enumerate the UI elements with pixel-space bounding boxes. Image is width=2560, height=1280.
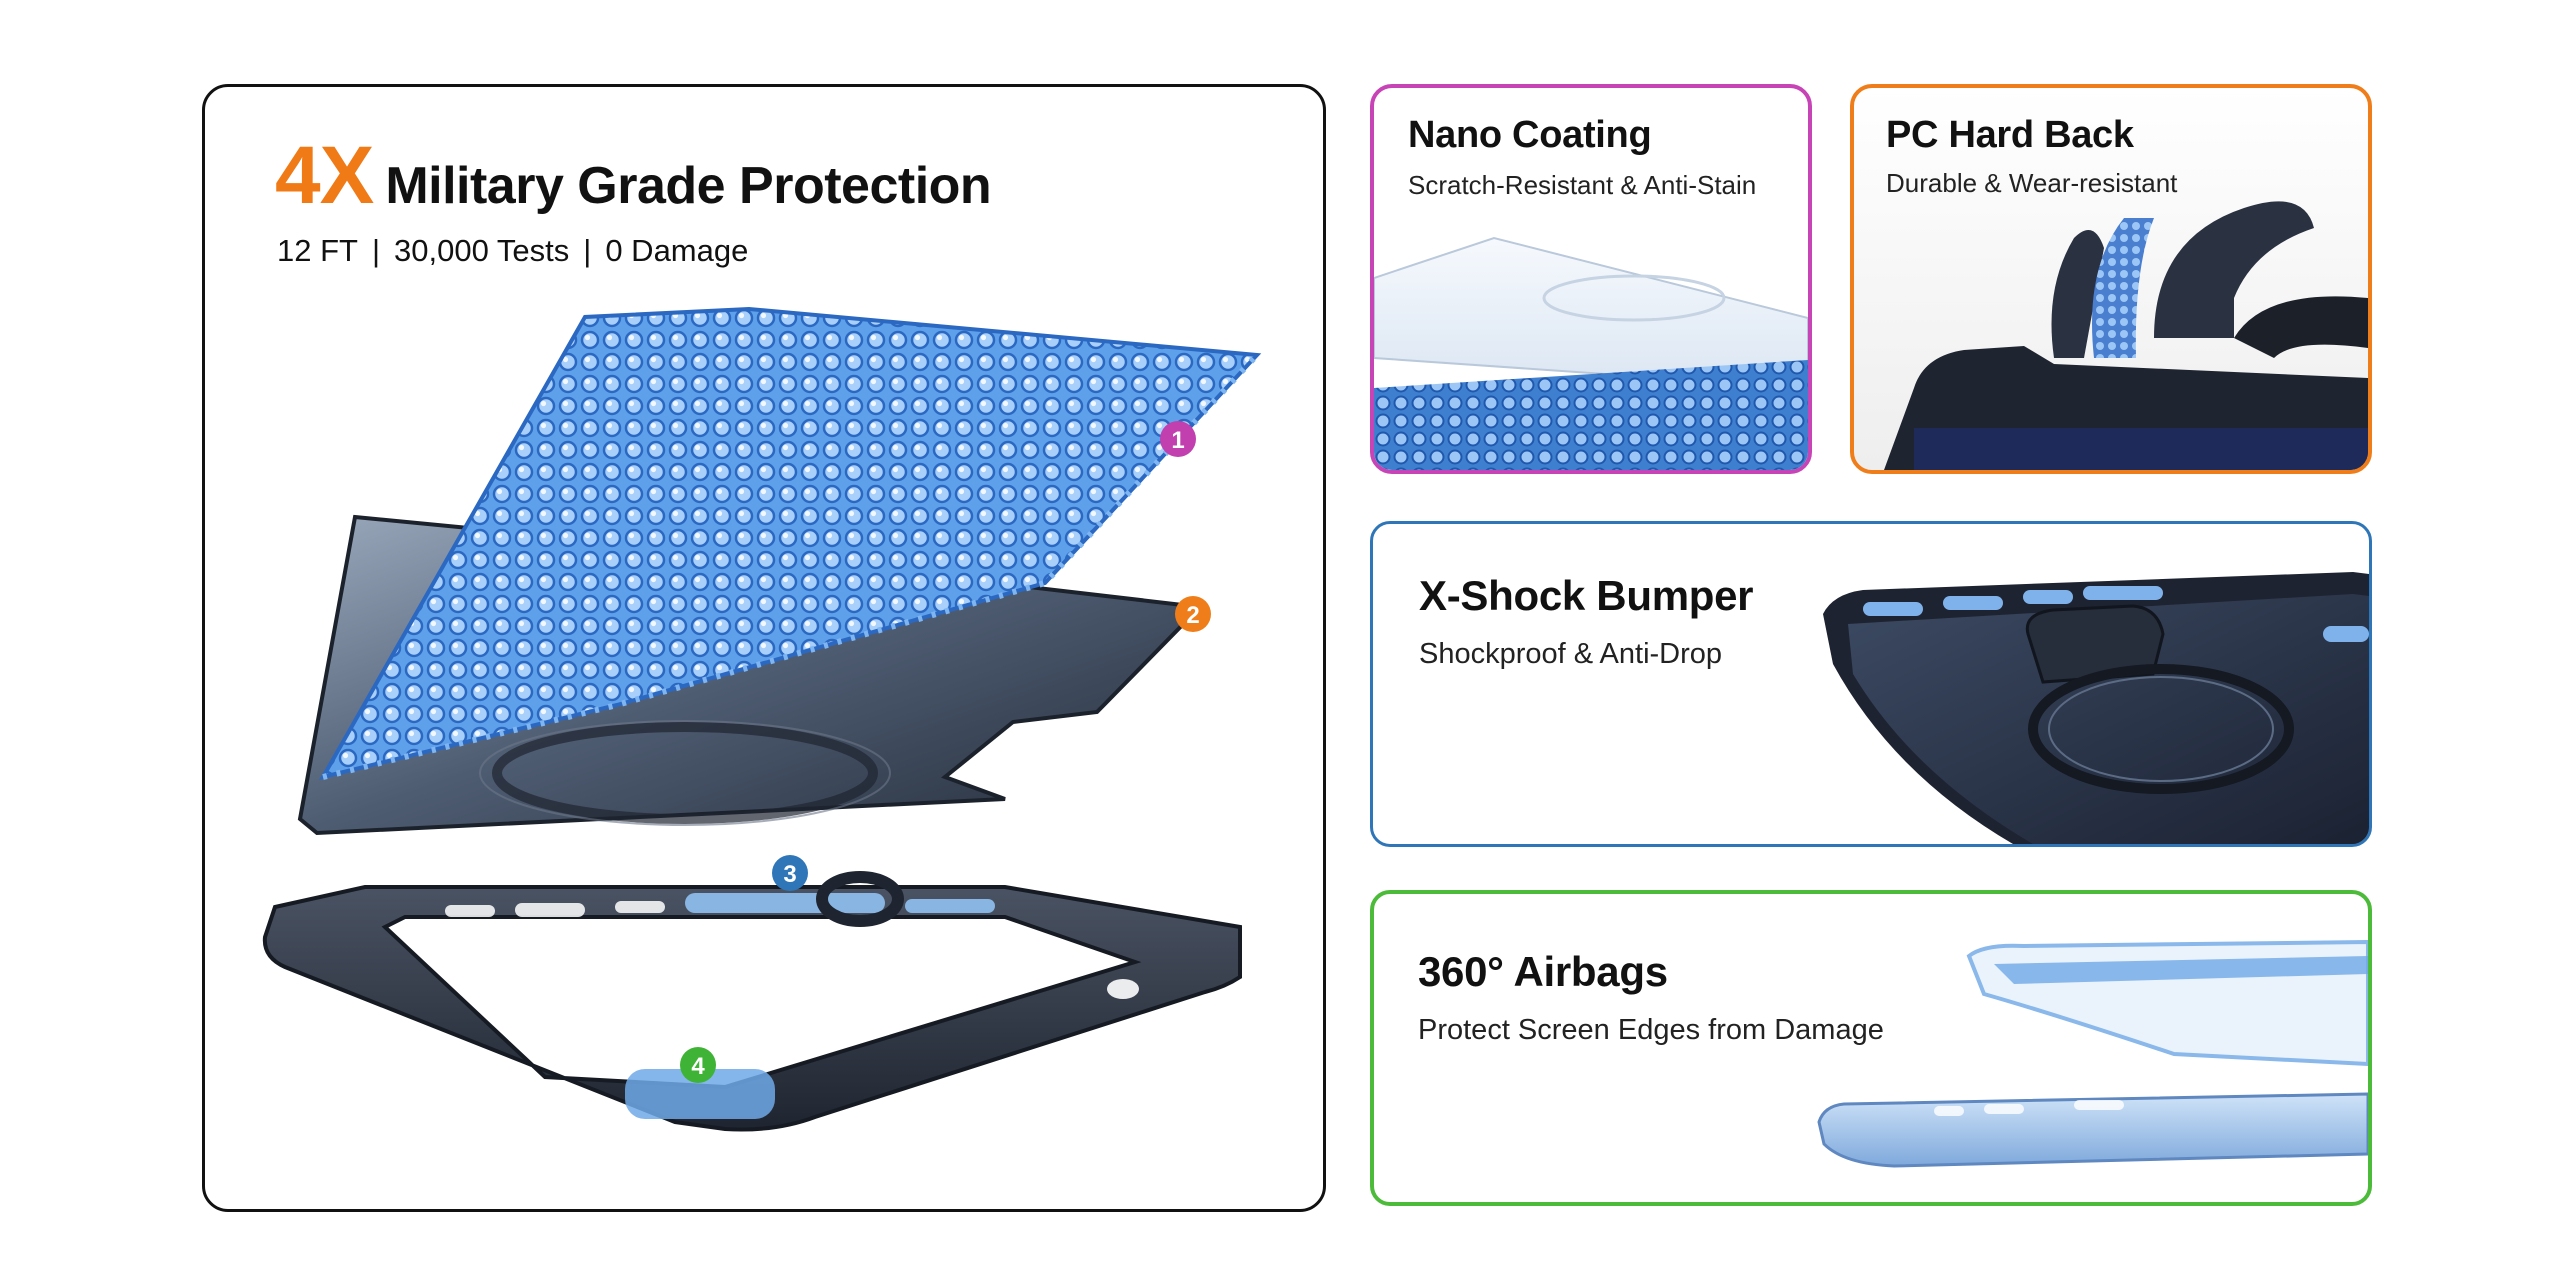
layer-badge-3: 3 — [772, 855, 808, 891]
airbags-card: 360° Airbags Protect Screen Edges from D… — [1370, 890, 2372, 1206]
x-shock-bumper-illustration — [1823, 572, 2369, 844]
bumper-frame-layer — [262, 871, 1242, 1132]
svg-text:2: 2 — [1186, 602, 1199, 629]
nano-coating-card: Nano Coating Scratch-Resistant & Anti-St… — [1370, 84, 1812, 474]
svg-text:1: 1 — [1171, 427, 1184, 454]
x-shock-bumper-title: X-Shock Bumper — [1419, 572, 1754, 619]
pc-hard-back-card: PC Hard Back Durable & Wear-resistant — [1850, 84, 2372, 474]
spec-separator: | — [583, 233, 592, 268]
airbags-title: 360° Airbags — [1418, 948, 1668, 995]
x-shock-bumper-subtitle: Shockproof & Anti-Drop — [1419, 638, 1723, 670]
pc-hard-back-illustration — [1884, 201, 2368, 470]
main-heading: Military Grade Protection — [385, 157, 992, 215]
accent-4x: 4X — [275, 130, 374, 221]
spec-line: 12 FT | 30,000 Tests | 0 Damage — [277, 233, 748, 269]
spec-damage: 0 Damage — [605, 233, 749, 268]
pc-hard-back-title: PC Hard Back — [1886, 114, 2134, 156]
svg-text:3: 3 — [783, 861, 796, 888]
nano-coating-subtitle: Scratch-Resistant & Anti-Stain — [1408, 170, 1757, 200]
airbags-subtitle: Protect Screen Edges from Damage — [1418, 1014, 1884, 1046]
nano-coating-illustration — [1374, 236, 1808, 470]
x-shock-bumper-card: X-Shock Bumper Shockproof & Anti-Drop — [1370, 521, 2372, 847]
nano-coating-layer — [318, 306, 1262, 781]
spec-tests: 30,000 Tests — [394, 233, 570, 268]
spec-separator: | — [371, 233, 381, 268]
svg-text:4: 4 — [691, 1053, 705, 1080]
spec-height: 12 FT — [277, 233, 358, 268]
layer-badge-1: 1 — [1160, 421, 1196, 457]
nano-coating-title: Nano Coating — [1408, 114, 1652, 156]
layer-badge-4: 4 — [680, 1047, 716, 1083]
layer-badge-2: 2 — [1175, 596, 1211, 632]
airbags-illustration — [1817, 939, 2368, 1168]
pc-hard-back-subtitle: Durable & Wear-resistant — [1886, 168, 2178, 198]
exploded-case-illustration: 1 2 3 4 — [262, 306, 1262, 1132]
